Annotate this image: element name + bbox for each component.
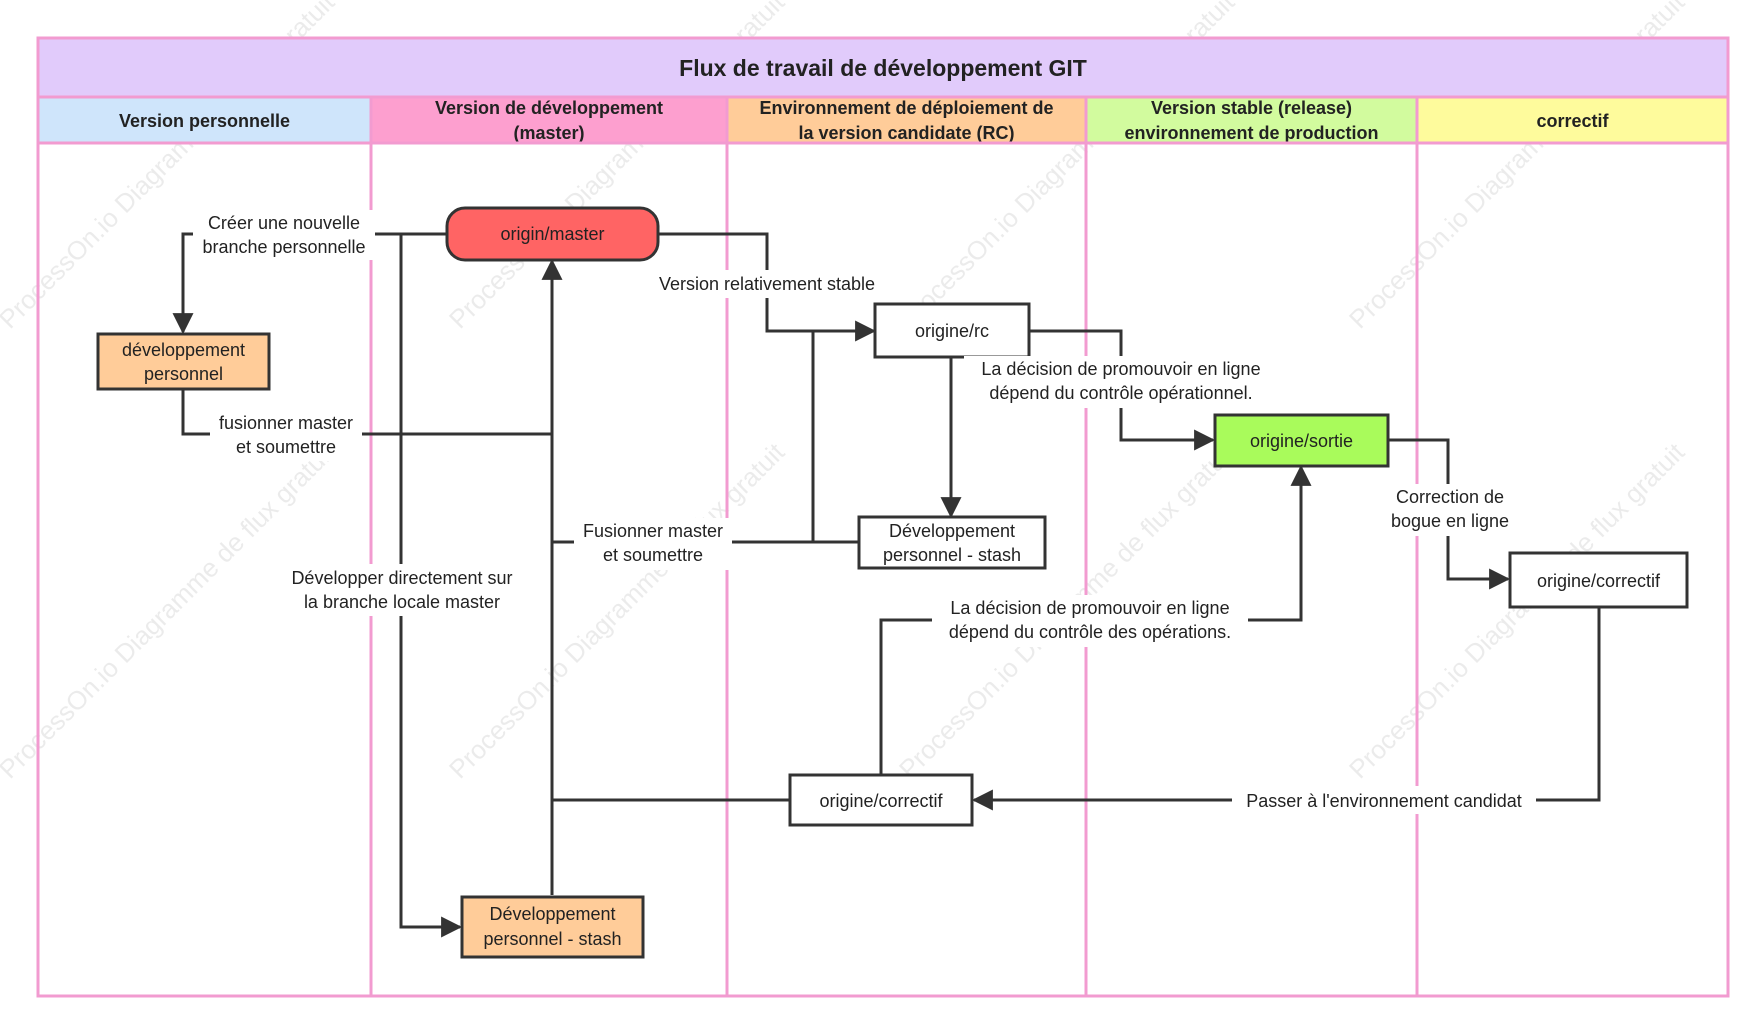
lane-header-label: la version candidate (RC) <box>798 123 1014 143</box>
node-label: personnel <box>144 364 223 384</box>
lane-header-label: Version personnelle <box>119 111 290 131</box>
node-label: Développement <box>889 521 1015 541</box>
edge-label: bogue en ligne <box>1391 511 1509 531</box>
edge-label: Fusionner master <box>583 521 723 541</box>
edge-label: dépend du contrôle opérationnel. <box>989 383 1252 403</box>
node-label: origin/master <box>500 224 604 244</box>
label-online-fix: Correction de bogue en ligne <box>1382 484 1518 536</box>
edge-label: Passer à l'environnement candidat <box>1246 791 1522 811</box>
node-origine-sortie: origine/sortie <box>1213 413 1390 468</box>
edge-label: La décision de promouvoir en ligne <box>950 598 1229 618</box>
edge-label: et soumettre <box>236 437 336 457</box>
node-label: développement <box>122 340 245 360</box>
node-label: origine/rc <box>915 321 989 341</box>
edge-label: branche personnelle <box>202 237 365 257</box>
lane-header-label: environnement de production <box>1124 123 1378 143</box>
edge-label: dépend du contrôle des opérations. <box>949 622 1231 642</box>
node-correctif-rc: origine/correctif <box>788 773 974 827</box>
title-bar <box>36 36 1730 99</box>
node-stash-rc: Développement personnel - stash <box>857 515 1047 570</box>
lane-header-label: (master) <box>513 123 584 143</box>
node-stash-master: Développement personnel - stash <box>460 895 645 959</box>
lane-header-label: correctif <box>1536 111 1609 131</box>
lane-header-hotfix: correctif <box>1415 95 1730 145</box>
lane-header-rc: Environnement de déploiement de la versi… <box>725 95 1088 145</box>
node-label: origine/correctif <box>819 791 943 811</box>
node-origine-rc: origine/rc <box>873 302 1031 359</box>
lane-body-hotfix <box>1415 141 1730 998</box>
node-label: origine/sortie <box>1250 431 1353 451</box>
edge-label: Version relativement stable <box>659 274 875 294</box>
edge-label: la branche locale master <box>304 592 500 612</box>
label-relatively-stable: Version relativement stable <box>640 270 894 298</box>
lane-header-personal: Version personnelle <box>36 95 373 145</box>
edge-merge-personal <box>181 389 552 436</box>
edge-label: fusionner master <box>219 413 353 433</box>
edge-label: Créer une nouvelle <box>208 213 360 233</box>
node-dev-perso: développement personnel <box>96 332 271 391</box>
node-label: personnel - stash <box>483 929 621 949</box>
lane-header-master: Version de développement (master) <box>369 95 729 145</box>
edge-label: Correction de <box>1396 487 1504 507</box>
edge-label: et soumettre <box>603 545 703 565</box>
node-label: Développement <box>489 904 615 924</box>
diagram-title: Flux de travail de développement GIT <box>679 55 1087 81</box>
lane-header-label: Environnement de déploiement de <box>759 98 1053 118</box>
node-label: origine/correctif <box>1537 571 1661 591</box>
label-promote-ops: La décision de promouvoir en ligne dépen… <box>932 595 1248 647</box>
node-origin-master: origin/master <box>445 206 660 262</box>
lane-body-release <box>1084 141 1419 998</box>
lane-header-label: Version stable (release) <box>1151 98 1352 118</box>
edge-hotfix-to-rc <box>971 607 1601 811</box>
label-merge-personal: fusionner master et soumettre <box>210 411 362 461</box>
label-to-candidate: Passer à l'environnement candidat <box>1232 786 1536 814</box>
edge-label: Développer directement sur <box>291 568 512 588</box>
edge-label: La décision de promouvoir en ligne <box>981 359 1260 379</box>
node-label: personnel - stash <box>883 545 1021 565</box>
node-correctif-hotfix: origine/correctif <box>1508 551 1689 609</box>
label-merge-rc: Fusionner master et soumettre <box>574 518 732 570</box>
lane-header-release: Version stable (release) environnement d… <box>1084 95 1419 145</box>
label-promote-ops-control: La décision de promouvoir en ligne dépen… <box>964 356 1278 408</box>
label-create-branch: Créer une nouvelle branche personnelle <box>193 210 375 260</box>
label-develop-direct: Développer directement sur la branche lo… <box>280 564 524 616</box>
edge-labels: Créer une nouvelle branche personnelle f… <box>193 210 1536 814</box>
lane-header-label: Version de développement <box>435 98 663 118</box>
